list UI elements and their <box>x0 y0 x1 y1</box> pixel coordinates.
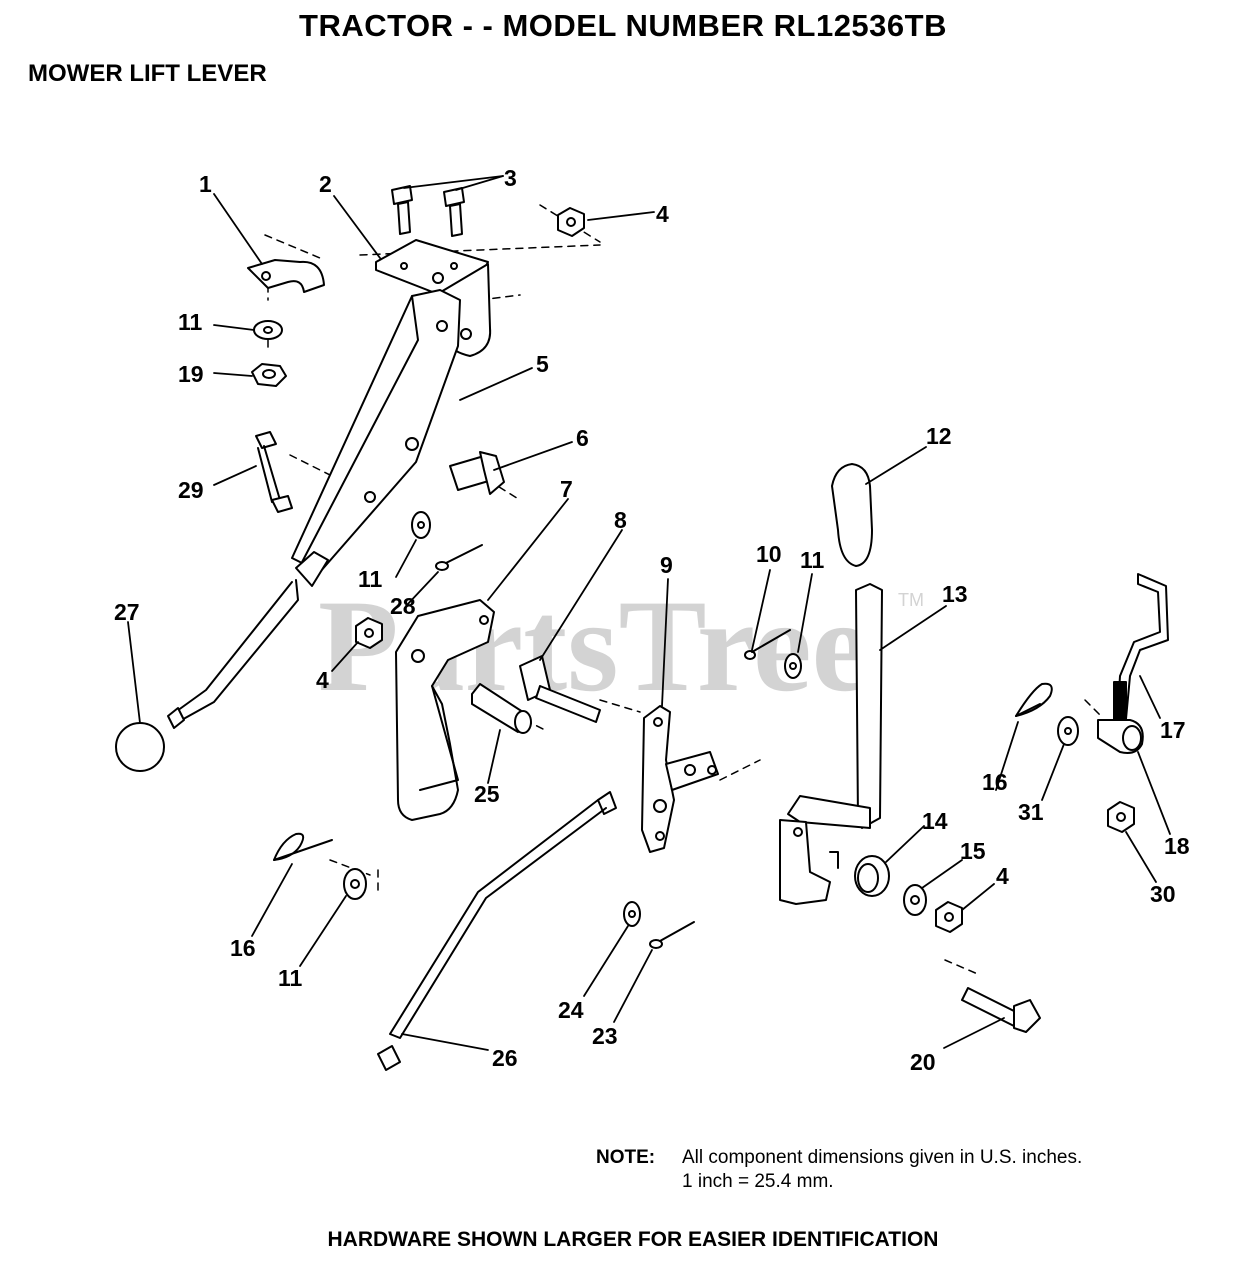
callout-25: 25 <box>474 781 500 807</box>
note-line-1: All component dimensions given in U.S. i… <box>682 1147 1083 1168</box>
part-6-bolt <box>449 451 505 495</box>
part-20-bolt <box>961 987 1041 1033</box>
callout-24: 24 <box>558 997 584 1023</box>
part-8-bolt <box>519 655 601 723</box>
callout-5: 5 <box>536 351 549 377</box>
callout-29: 29 <box>178 477 204 503</box>
part-26-link-rod <box>377 791 617 1071</box>
callout-8: 8 <box>614 507 627 533</box>
callout-12: 12 <box>926 423 952 449</box>
part-9-lever-plate <box>641 705 719 853</box>
callout-7: 7 <box>560 476 573 502</box>
hardware-footer: HARDWARE SHOWN LARGER FOR EASIER IDENTIF… <box>327 1228 939 1251</box>
part-4-nut-mid <box>355 617 383 649</box>
callout-4-mid: 4 <box>316 667 329 693</box>
callout-31: 31 <box>1018 799 1044 825</box>
part-25-spacer <box>471 683 532 734</box>
part-5-lever-arm <box>291 289 461 587</box>
part-23-pin <box>649 921 695 949</box>
callout-15: 15 <box>960 838 986 864</box>
callout-2: 2 <box>319 171 332 197</box>
section-title: MOWER LIFT LEVER <box>28 60 267 87</box>
callout-14: 14 <box>922 808 948 834</box>
callout-16-left: 16 <box>230 935 256 961</box>
part-15-washer <box>903 884 927 916</box>
callout-27: 27 <box>114 599 140 625</box>
part-17-rod <box>1113 573 1169 741</box>
callout-10: 10 <box>756 541 782 567</box>
part-7-plate <box>395 599 495 821</box>
note-line-2: 1 inch = 25.4 mm. <box>682 1171 834 1192</box>
part-11-washer-a <box>253 320 283 340</box>
part-11-washer-b <box>411 511 431 539</box>
callout-23: 23 <box>592 1023 618 1049</box>
part-10-cotter-pin <box>744 629 791 660</box>
callout-17: 17 <box>1160 717 1186 743</box>
part-18-ferrule <box>1097 719 1144 754</box>
callout-9: 9 <box>660 552 673 578</box>
callout-3: 3 <box>504 165 517 191</box>
part-31-washer <box>1057 716 1079 746</box>
part-4-nut-right <box>935 901 963 933</box>
callout-labels: 1 2 3 4 11 19 5 6 12 29 7 8 9 10 11 13 1… <box>114 165 1190 1075</box>
callout-11-d: 11 <box>278 965 303 991</box>
part-3-bolts <box>391 185 465 237</box>
part-16-hairpin-right <box>1015 682 1053 717</box>
part-30-nut <box>1107 801 1135 833</box>
part-11-washer-d <box>343 868 367 900</box>
callout-26: 26 <box>492 1045 518 1071</box>
callout-4-top: 4 <box>656 201 669 227</box>
callout-11-a: 11 <box>178 309 203 335</box>
callout-28: 28 <box>390 593 416 619</box>
part-16-hairpin-left <box>273 832 333 861</box>
callout-20: 20 <box>910 1049 936 1075</box>
part-28-pin <box>435 544 483 571</box>
watermark-tm: TM <box>898 590 924 610</box>
callout-1: 1 <box>199 171 212 197</box>
callout-18: 18 <box>1164 833 1190 859</box>
callout-4-right: 4 <box>996 863 1009 889</box>
part-1-clip <box>247 259 325 293</box>
part-19-nut <box>251 363 287 387</box>
callout-16-right: 16 <box>982 769 1008 795</box>
part-27-lift-knob <box>115 579 299 772</box>
note-label: NOTE: <box>596 1147 656 1168</box>
part-24-washer <box>623 901 641 927</box>
part-4-nut-top <box>557 207 585 237</box>
callout-19: 19 <box>178 361 204 387</box>
part-12-grip <box>831 463 873 567</box>
callout-11-b: 11 <box>358 566 383 592</box>
diagram-title: TRACTOR - - MODEL NUMBER RL12536TB <box>299 8 947 43</box>
part-11-washer-c <box>784 653 802 679</box>
part-29-link <box>255 431 293 513</box>
callout-30: 30 <box>1150 881 1176 907</box>
callout-13: 13 <box>942 581 968 607</box>
part-14-bushing <box>854 855 890 897</box>
part-13-lift-handle <box>779 583 883 905</box>
callout-11-c: 11 <box>800 547 825 573</box>
callout-6: 6 <box>576 425 589 451</box>
